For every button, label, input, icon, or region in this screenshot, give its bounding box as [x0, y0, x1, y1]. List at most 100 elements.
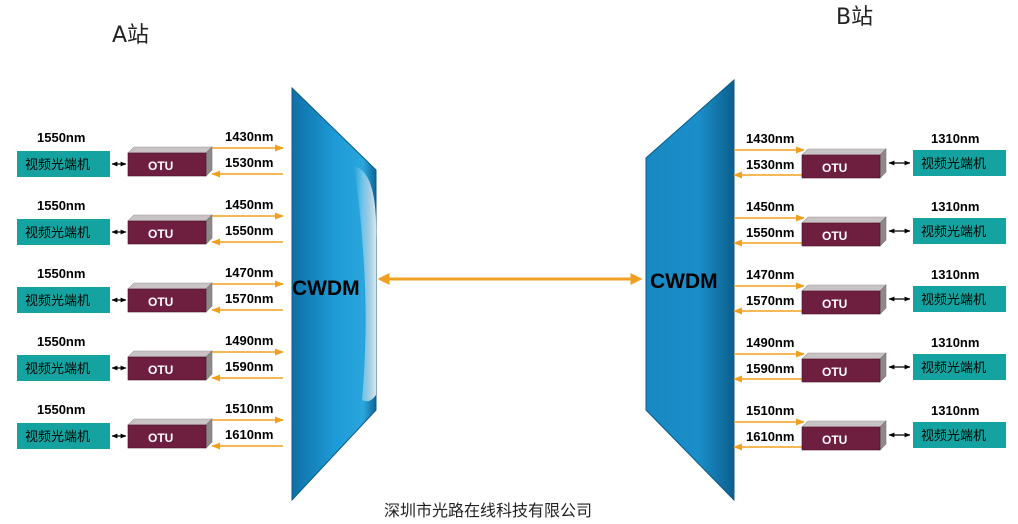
out-wavelength: 1550nm	[746, 225, 794, 240]
otu-box: OTU	[801, 420, 887, 451]
site-b-channel: 1450nm 1550nm OTU 1310nm 视频光端机	[733, 199, 1006, 247]
video-terminal-label: 视频光端机	[921, 361, 986, 376]
otu-box: OTU	[127, 146, 213, 177]
otu-box-top	[801, 284, 887, 292]
terminal-wavelength: 1550nm	[37, 334, 85, 349]
site-a-title: A站	[112, 23, 149, 48]
mux-b-label: CWDM	[650, 270, 718, 293]
rx-wavelength: 1610nm	[225, 427, 273, 442]
video-terminal-box	[17, 287, 110, 313]
otu-box-label: OTU	[148, 363, 173, 377]
otu-box-label: OTU	[822, 433, 847, 447]
otu-box-label: OTU	[148, 159, 173, 173]
site-b-channel: 1470nm 1570nm OTU 1310nm 视频光端机	[733, 267, 1006, 315]
video-terminal-box	[913, 218, 1006, 244]
otu-box-top	[127, 350, 213, 358]
terminal-wavelength: 1310nm	[931, 403, 979, 418]
otu-box-front	[801, 358, 881, 383]
mux-a-label: CWDM	[292, 277, 360, 300]
in-wavelength: 1510nm	[746, 403, 794, 418]
otu-box: OTU	[801, 216, 887, 247]
terminal-wavelength: 1310nm	[931, 267, 979, 282]
otu-box-label: OTU	[822, 297, 847, 311]
video-terminal-label: 视频光端机	[25, 226, 90, 241]
video-terminal-box	[17, 219, 110, 245]
otu-box-label: OTU	[148, 227, 173, 241]
terminal-wavelength: 1550nm	[37, 402, 85, 417]
otu-box-front	[801, 154, 881, 179]
site-a-channel: 1550nm 视频光端机 OTU 1510nm 1610nm	[17, 401, 284, 450]
site-a-channel: 1550nm 视频光端机 OTU 1490nm 1590nm	[17, 333, 284, 382]
otu-box-front	[127, 152, 207, 177]
out-wavelength: 1570nm	[746, 293, 794, 308]
otu-box-top	[127, 282, 213, 290]
in-wavelength: 1490nm	[746, 335, 794, 350]
otu-box-front	[127, 356, 207, 381]
otu-box: OTU	[127, 214, 213, 245]
mux-a-body	[291, 86, 377, 502]
otu-box-label: OTU	[822, 161, 847, 175]
otu-box-top	[801, 420, 887, 428]
otu-box-top	[127, 214, 213, 222]
otu-box-label: OTU	[148, 431, 173, 445]
mux-b-body	[645, 78, 735, 502]
rx-wavelength: 1530nm	[225, 155, 273, 170]
otu-box-label: OTU	[148, 295, 173, 309]
video-terminal-label: 视频光端机	[921, 225, 986, 240]
otu-box-top	[127, 418, 213, 426]
otu-box-front	[801, 222, 881, 247]
terminal-wavelength: 1310nm	[931, 335, 979, 350]
video-terminal-label: 视频光端机	[25, 294, 90, 309]
otu-box-top	[801, 352, 887, 360]
terminal-wavelength: 1550nm	[37, 266, 85, 281]
otu-box: OTU	[127, 282, 213, 313]
video-terminal-label: 视频光端机	[25, 158, 90, 173]
otu-box-label: OTU	[822, 229, 847, 243]
video-terminal-label: 视频光端机	[25, 362, 90, 377]
video-terminal-box	[913, 150, 1006, 176]
tx-wavelength: 1490nm	[225, 333, 273, 348]
video-terminal-label: 视频光端机	[921, 293, 986, 308]
mux-a: CWDM	[291, 86, 377, 502]
otu-box: OTU	[801, 352, 887, 383]
otu-box-front	[801, 426, 881, 451]
rx-wavelength: 1550nm	[225, 223, 273, 238]
in-wavelength: 1450nm	[746, 199, 794, 214]
video-terminal-box	[17, 151, 110, 177]
in-wavelength: 1430nm	[746, 131, 794, 146]
footer-company: 深圳市光路在线科技有限公司	[384, 501, 592, 520]
rx-wavelength: 1570nm	[225, 291, 273, 306]
otu-box-front	[127, 288, 207, 313]
in-wavelength: 1470nm	[746, 267, 794, 282]
video-terminal-box	[913, 422, 1006, 448]
terminal-wavelength: 1310nm	[931, 199, 979, 214]
tx-wavelength: 1510nm	[225, 401, 273, 416]
video-terminal-box	[913, 286, 1006, 312]
video-terminal-label: 视频光端机	[25, 430, 90, 445]
video-terminal-box	[17, 355, 110, 381]
mux-b: CWDM	[645, 78, 735, 502]
otu-box: OTU	[801, 148, 887, 179]
video-terminal-label: 视频光端机	[921, 429, 986, 444]
video-terminal-box	[17, 423, 110, 449]
otu-box-top	[127, 146, 213, 154]
otu-box: OTU	[801, 284, 887, 315]
otu-box-front	[127, 424, 207, 449]
otu-box: OTU	[127, 350, 213, 381]
mux-a-highlight	[354, 166, 377, 402]
video-terminal-label: 视频光端机	[921, 157, 986, 172]
otu-box-top	[801, 148, 887, 156]
otu-box-top	[801, 216, 887, 224]
rx-wavelength: 1590nm	[225, 359, 273, 374]
otu-box-front	[801, 290, 881, 315]
tx-wavelength: 1450nm	[225, 197, 273, 212]
